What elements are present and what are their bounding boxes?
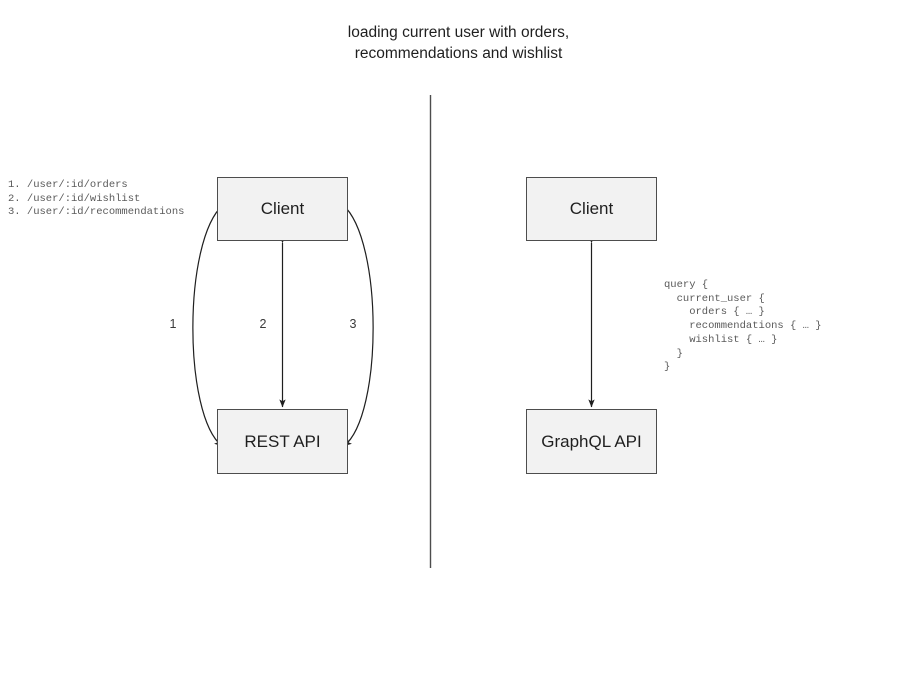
edge-1-path xyxy=(192,197,231,447)
node-graphql-api[interactable]: GraphQL API xyxy=(526,409,657,474)
edge-label-3: 3 xyxy=(349,317,357,331)
graphql-query-note: query { current_user { orders { … } reco… xyxy=(664,279,822,374)
diagram-title: loading current user with orders, recomm… xyxy=(347,24,570,62)
edge-label-2: 2 xyxy=(259,317,267,331)
edge-label-1: 1 xyxy=(169,317,177,331)
node-client-rest[interactable]: Client xyxy=(217,177,348,241)
node-rest-api[interactable]: REST API xyxy=(217,409,348,474)
rest-endpoints-note: 1. /user/:id/orders 2. /user/:id/wishlis… xyxy=(8,179,185,219)
node-client-graphql[interactable]: Client xyxy=(526,177,657,241)
edge-3-path xyxy=(335,197,374,447)
